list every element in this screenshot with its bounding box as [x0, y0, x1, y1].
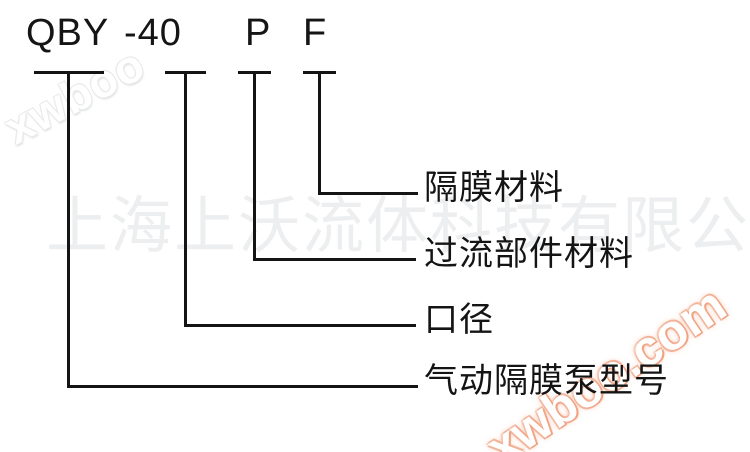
leader-4-stem: [318, 71, 321, 195]
model-code-bore: -40: [124, 12, 182, 54]
model-code-wetted: P: [245, 12, 272, 54]
leader-2-run: [184, 324, 416, 327]
model-code-membrane: F: [303, 12, 328, 54]
callout-label-diaphragm-material: 隔膜材料: [424, 169, 564, 207]
leader-3-stem: [253, 71, 256, 261]
callout-label-wetted-material: 过流部件材料: [424, 235, 634, 273]
leader-1-stem: [67, 71, 70, 388]
leader-2-stem: [184, 71, 187, 327]
callout-label-bore-size: 口径: [424, 301, 494, 339]
leader-1-run: [67, 385, 418, 388]
model-code-series: QBY: [26, 12, 110, 54]
leader-4-run: [318, 192, 418, 195]
leader-3-run: [253, 258, 416, 261]
callout-label-pump-model: 气动隔膜泵型号: [424, 362, 669, 400]
